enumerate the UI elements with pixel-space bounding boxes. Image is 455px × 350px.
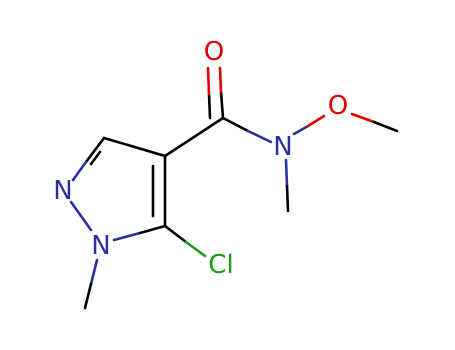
- bond-o-methyl: [350, 112, 376, 124]
- bond-carbonyl-o-inner: [207, 92, 212, 120]
- ring-nitrogen-1-label: N: [91, 231, 110, 261]
- bond-carbonyl-o-inner-red: [206, 66, 211, 96]
- bond-c3-n2-n: [71, 160, 88, 182]
- bond-n1-c5-c: [138, 224, 167, 235]
- bond-n2-n1: [69, 200, 93, 232]
- bond-carbonyl-namide-n: [246, 129, 273, 144]
- bond-o-methyl-c: [372, 120, 399, 133]
- bond-carbonyl-namide: [221, 116, 250, 133]
- methoxy-oxygen-label: O: [328, 91, 348, 121]
- bond-namide-methyl-c: [285, 184, 290, 213]
- bond-n1-methyl: [89, 258, 99, 286]
- bond-c5-cl-green: [184, 240, 207, 258]
- bond-c3-n2-inner: [89, 150, 102, 166]
- carbonyl-oxygen-label: O: [204, 37, 224, 67]
- bond-c3-n2: [84, 136, 106, 164]
- bond-carbonyl-o-red: [218, 66, 223, 94]
- bond-n1-c5: [112, 231, 142, 242]
- bond-namide-methyl: [284, 158, 289, 188]
- chlorine-label: Cl: [208, 250, 233, 280]
- bond-c5-cl: [163, 224, 188, 244]
- bond-namide-o: [292, 124, 310, 136]
- bond-carbonyl-o: [219, 90, 225, 120]
- bond-c4-carbonyl: [163, 116, 225, 158]
- bond-namide-o-red: [306, 114, 326, 128]
- bond-n1-methyl-c: [83, 282, 93, 310]
- amide-nitrogen-label: N: [273, 132, 292, 162]
- ring-nitrogen-2-label: N: [53, 176, 72, 206]
- bond-c3-c4: [102, 136, 167, 158]
